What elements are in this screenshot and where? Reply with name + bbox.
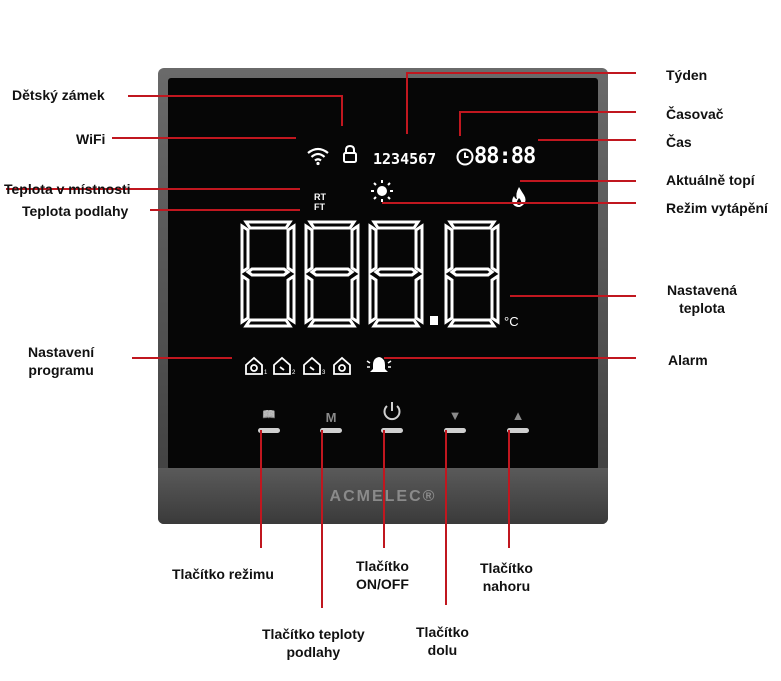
up-button[interactable] [507,428,529,433]
svg-text:2: 2 [292,370,296,376]
svg-text:1: 1 [264,370,268,376]
label-set-temp-line2: teplota [679,300,725,316]
lcd-screen: 1234567 88:88 RT FT [168,78,598,470]
label-timer: Časovač [666,106,724,122]
program-book-icon: 📖 [262,409,276,421]
room-temp-indicator: RT [314,192,326,202]
label-up-line2: nahoru [482,578,531,594]
floor-temp-button[interactable] [320,428,342,433]
label-set-temp-line1: Nastavená [667,282,738,298]
floor-temp-indicator: FT [314,202,325,212]
alarm-bell-icon [366,357,392,372]
label-program-line1: Nastavení [28,344,95,360]
label-program: Nastavení programu [28,343,94,379]
label-down-line1: Tlačítko [416,624,469,640]
time-display: 88:88 [474,144,536,169]
label-down-line2: dolu [427,642,458,658]
onoff-button[interactable] [381,428,403,433]
label-onoff-button: Tlačítko ON/OFF [356,557,409,593]
label-floor-btn-line1: Tlačítko teploty [262,626,365,642]
svg-text:3: 3 [322,370,326,376]
label-onoff-line1: Tlačítko [356,558,409,574]
label-floor-temp: Teplota podlahy [22,203,129,219]
mode-button[interactable] [258,428,280,433]
label-heating: Aktuálně topí [666,172,755,188]
down-button[interactable] [444,428,466,433]
label-room-temp: Teplota v místnosti [4,181,131,197]
down-arrow-icon: ▼ [448,408,462,423]
label-up-button: Tlačítko nahoru [480,559,533,595]
label-alarm: Alarm [668,352,708,368]
week-days-display: 1234567 [373,150,437,168]
label-down-button: Tlačítko dolu [416,623,469,659]
label-wifi: WiFi [76,131,106,147]
label-floor-btn-line2: podlahy [286,644,341,660]
program-house-icon: 1 2 3 [245,356,351,376]
power-icon [383,402,401,421]
wifi-icon [307,147,329,166]
label-up-line1: Tlačítko [480,560,533,576]
label-time: Čas [666,134,692,150]
main-temperature-digits [240,220,500,328]
label-mode-button: Tlačítko režimu [172,566,274,582]
label-child-lock: Dětský zámek [12,87,105,103]
celsius-unit: °C [504,314,519,329]
label-program-line2: programu [28,362,94,378]
brand-logo: ACMELEC® [329,488,437,505]
up-arrow-icon: ▲ [511,408,525,423]
label-week: Týden [666,67,708,83]
label-heat-mode: Režim vytápění [666,200,768,216]
label-onoff-line2: ON/OFF [356,576,409,592]
label-floor-temp-button: Tlačítko teploty podlahy [262,625,365,661]
sun-icon [371,180,393,202]
label-set-temp: Nastavená teplota [667,281,737,317]
lock-icon [343,144,357,163]
clock-icon [456,148,474,166]
m-icon: M [325,410,337,425]
